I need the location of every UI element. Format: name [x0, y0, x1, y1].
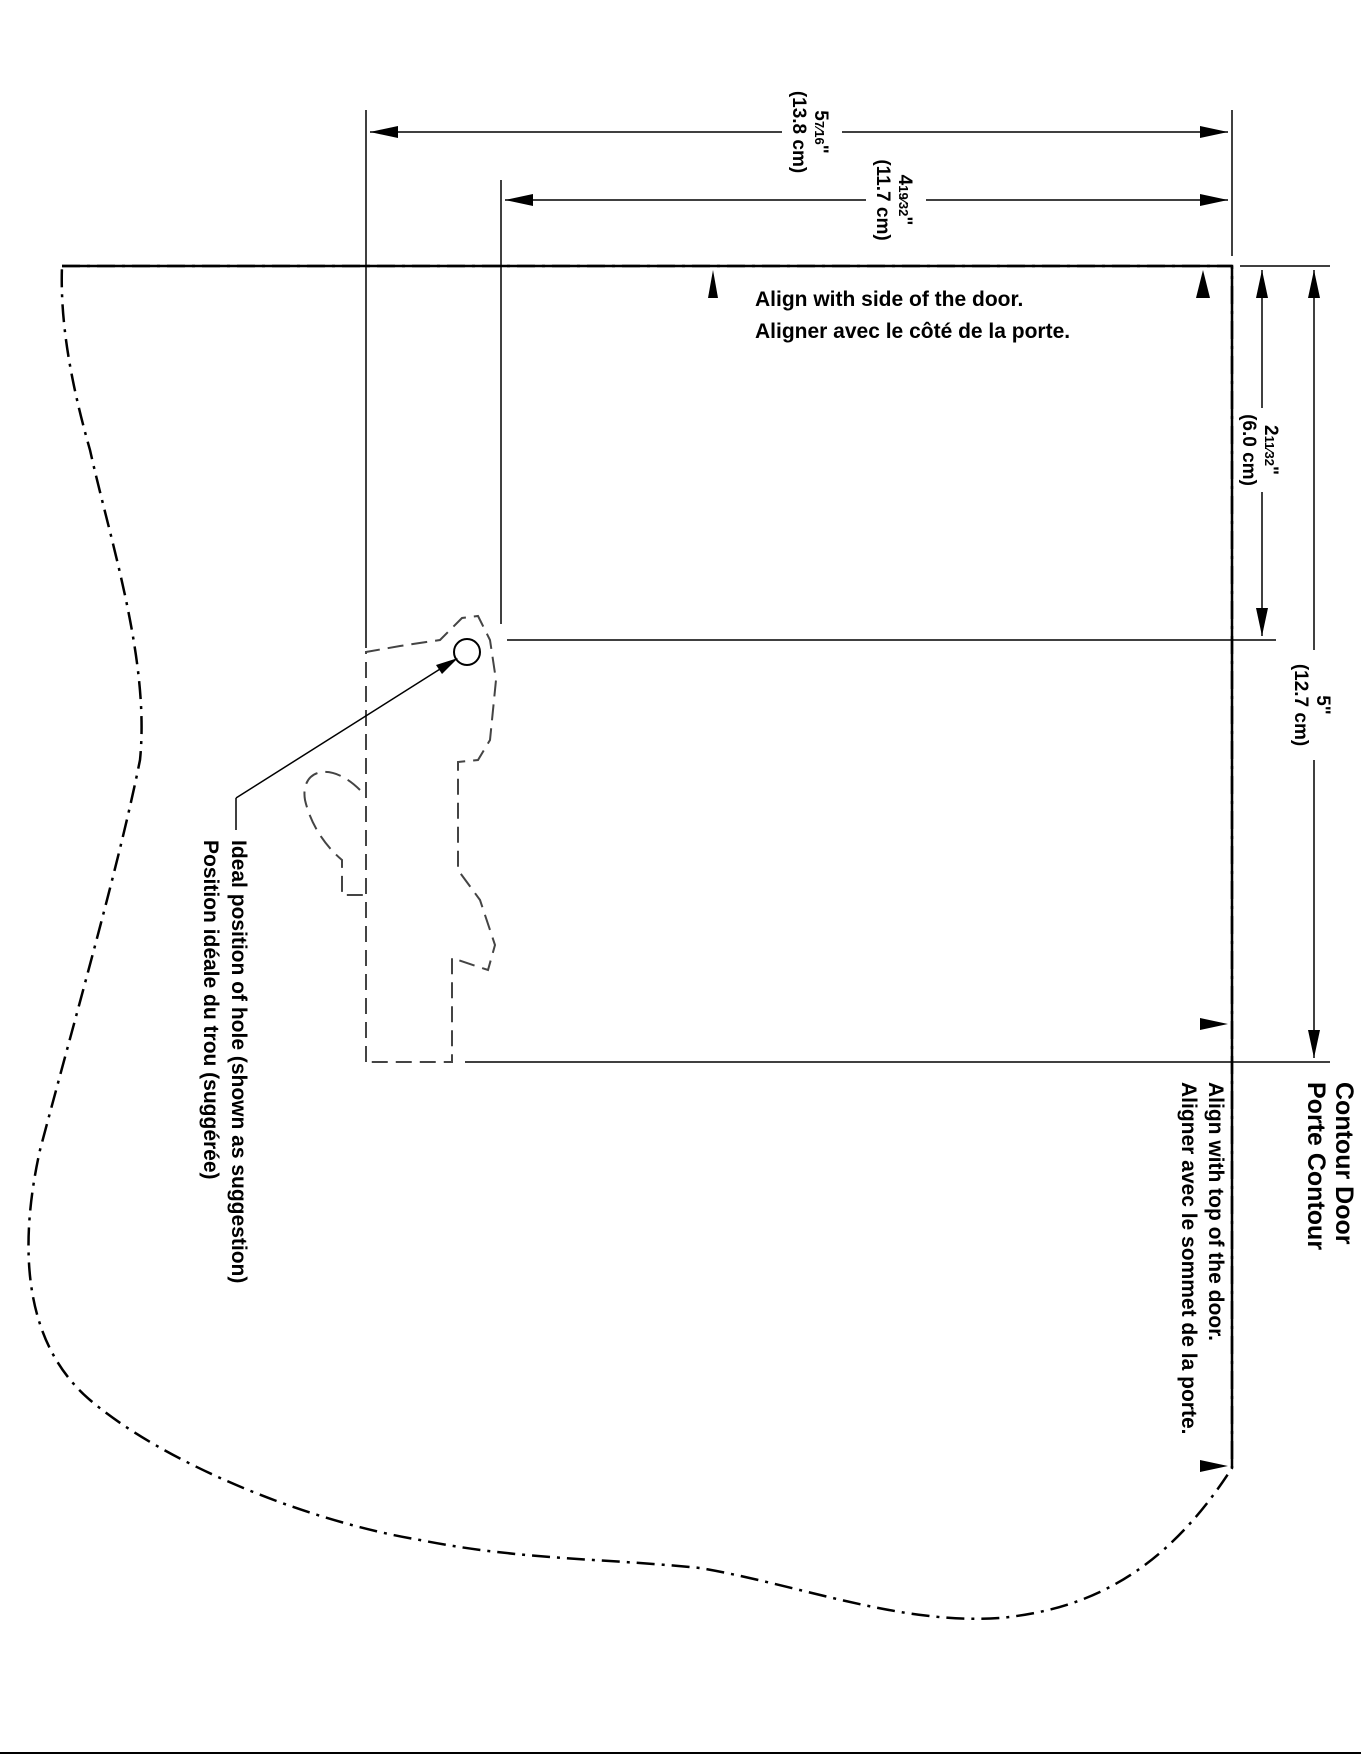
arrowhead-bottom-overall-height — [1308, 1030, 1320, 1058]
arrowhead-left-overall-width — [370, 126, 398, 138]
handle-silhouette — [366, 616, 496, 1062]
svg-text:211⁄32": 211⁄32" — [1260, 425, 1281, 475]
svg-text:(13.8 cm): (13.8 cm) — [788, 91, 809, 173]
align-side-label-fr: Aligner avec le côté de la porte. — [755, 320, 1070, 343]
hole-leader-arrowhead — [436, 658, 458, 674]
arrowhead-top-side-offset — [1256, 270, 1268, 298]
align-top-label-block: Align with top of the door. Aligner avec… — [1177, 1082, 1227, 1434]
hole-leader-line — [236, 664, 448, 798]
title-fr: Porte Contour — [1302, 1082, 1330, 1250]
align-marker-top-lower — [1200, 1460, 1228, 1472]
arrowhead-bottom-side-offset — [1256, 608, 1268, 636]
svg-text:5": 5" — [1312, 695, 1333, 715]
align-marker-side-right — [1196, 270, 1210, 298]
svg-text:(12.7 cm): (12.7 cm) — [1290, 664, 1311, 746]
hole-label-fr: Position idéale du trou (suggérée) — [199, 840, 222, 1180]
svg-text:(6.0 cm): (6.0 cm) — [1238, 414, 1259, 486]
svg-text:57⁄16": 57⁄16" — [810, 110, 831, 153]
title-en: Contour Door — [1330, 1082, 1358, 1245]
align-side-label-en: Align with side of the door. — [755, 288, 1023, 311]
hole-position-label-block: Ideal position of hole (shown as suggest… — [199, 840, 250, 1283]
align-top-label-fr: Aligner avec le sommet de la porte. — [1177, 1082, 1200, 1434]
hole-label-en: Ideal position of hole (shown as suggest… — [227, 840, 250, 1283]
arrowhead-left-hole-offset — [505, 194, 533, 206]
svg-text:419⁄32": 419⁄32" — [894, 175, 915, 226]
align-marker-side-left — [708, 270, 718, 298]
align-top-label-en: Align with top of the door. — [1204, 1082, 1227, 1341]
hole-position-marker — [454, 639, 480, 665]
arrowhead-right-overall-width — [1200, 126, 1228, 138]
svg-text:(11.7 cm): (11.7 cm) — [872, 159, 893, 240]
handle-grip-silhouette — [304, 772, 364, 895]
arrowhead-top-overall-height — [1308, 270, 1320, 298]
template-title-block: Contour Door Porte Contour — [1302, 1082, 1358, 1250]
arrowhead-right-hole-offset — [1200, 194, 1228, 206]
align-marker-top-upper — [1200, 1018, 1228, 1030]
